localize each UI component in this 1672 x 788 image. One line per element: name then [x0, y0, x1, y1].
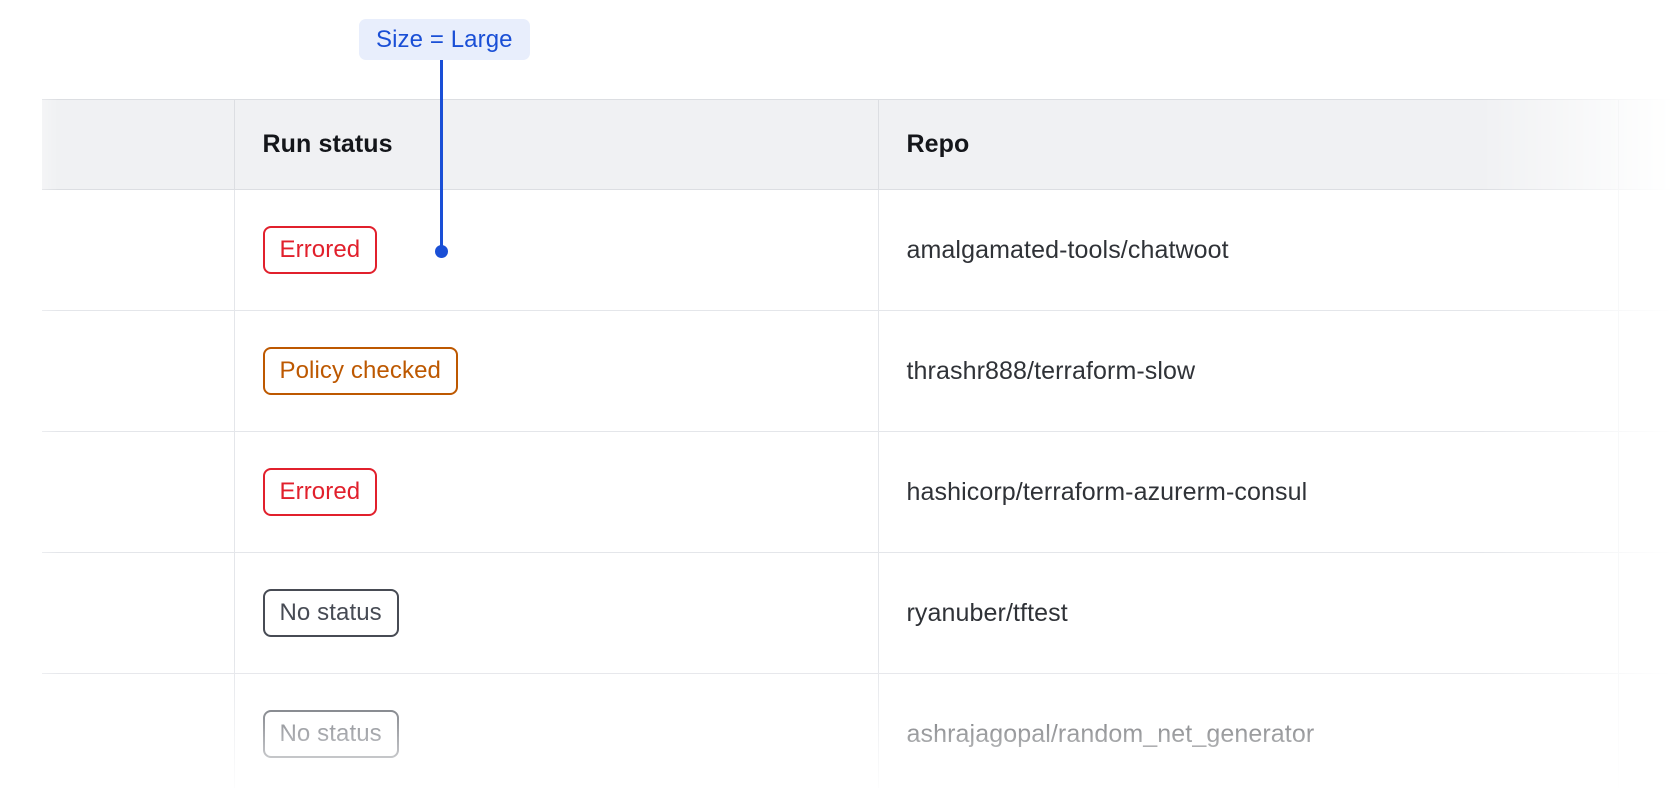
row-select-cell[interactable] [42, 189, 235, 311]
column-header-extra [1618, 99, 1672, 190]
run-status-cell: Errored [234, 431, 879, 553]
run-status-cell: Errored [234, 189, 879, 311]
repo-cell: ashrajagopal/random_net_generator [878, 673, 1619, 788]
run-status-cell: No status [234, 552, 879, 674]
row-extra-cell [1618, 431, 1672, 553]
table-row[interactable]: Policy checked thrashr888/terraform-slow [42, 310, 1672, 432]
table-row[interactable]: Errored hashicorp/terraform-azurerm-cons… [42, 431, 1672, 553]
header-row: Run status Repo [42, 99, 1672, 190]
run-status-cell: Policy checked [234, 310, 879, 432]
status-badge: No status [262, 589, 399, 637]
runs-table-header: Run status Repo [42, 99, 1672, 190]
run-status-cell: No status [234, 673, 879, 788]
table-row[interactable]: Errored amalgamated-tools/chatwoot [42, 189, 1672, 311]
repo-cell: ryanuber/tftest [878, 552, 1619, 674]
annotation-pointer-dot [435, 245, 448, 258]
repo-cell: hashicorp/terraform-azurerm-consul [878, 431, 1619, 553]
repo-cell: amalgamated-tools/chatwoot [878, 189, 1619, 311]
annotation-pointer-line [440, 58, 443, 250]
status-badge: Errored [262, 226, 378, 274]
runs-table-viewport: Run status Repo Errored amalgamated-tool… [0, 99, 1672, 788]
row-select-cell[interactable] [42, 552, 235, 674]
column-header-run-status[interactable]: Run status [234, 99, 879, 190]
status-badge: No status [262, 710, 399, 758]
row-select-cell[interactable] [42, 673, 235, 788]
row-select-cell[interactable] [42, 431, 235, 553]
column-header-repo[interactable]: Repo [878, 99, 1619, 190]
status-badge: Policy checked [262, 347, 458, 395]
row-extra-cell [1618, 673, 1672, 788]
row-extra-cell [1618, 189, 1672, 311]
repo-cell: thrashr888/terraform-slow [878, 310, 1619, 432]
annotation-callout: Size = Large [359, 19, 530, 60]
status-badge: Errored [262, 468, 378, 516]
runs-table-body: Errored amalgamated-tools/chatwoot Polic… [42, 189, 1672, 788]
row-extra-cell [1618, 552, 1672, 674]
table-row[interactable]: No status ashrajagopal/random_net_genera… [42, 673, 1672, 788]
annotation-label: Size = Large [376, 25, 513, 53]
row-extra-cell [1618, 310, 1672, 432]
runs-table: Run status Repo Errored amalgamated-tool… [42, 99, 1672, 788]
row-select-cell[interactable] [42, 310, 235, 432]
column-header-select [42, 99, 235, 190]
table-row[interactable]: No status ryanuber/tftest [42, 552, 1672, 674]
